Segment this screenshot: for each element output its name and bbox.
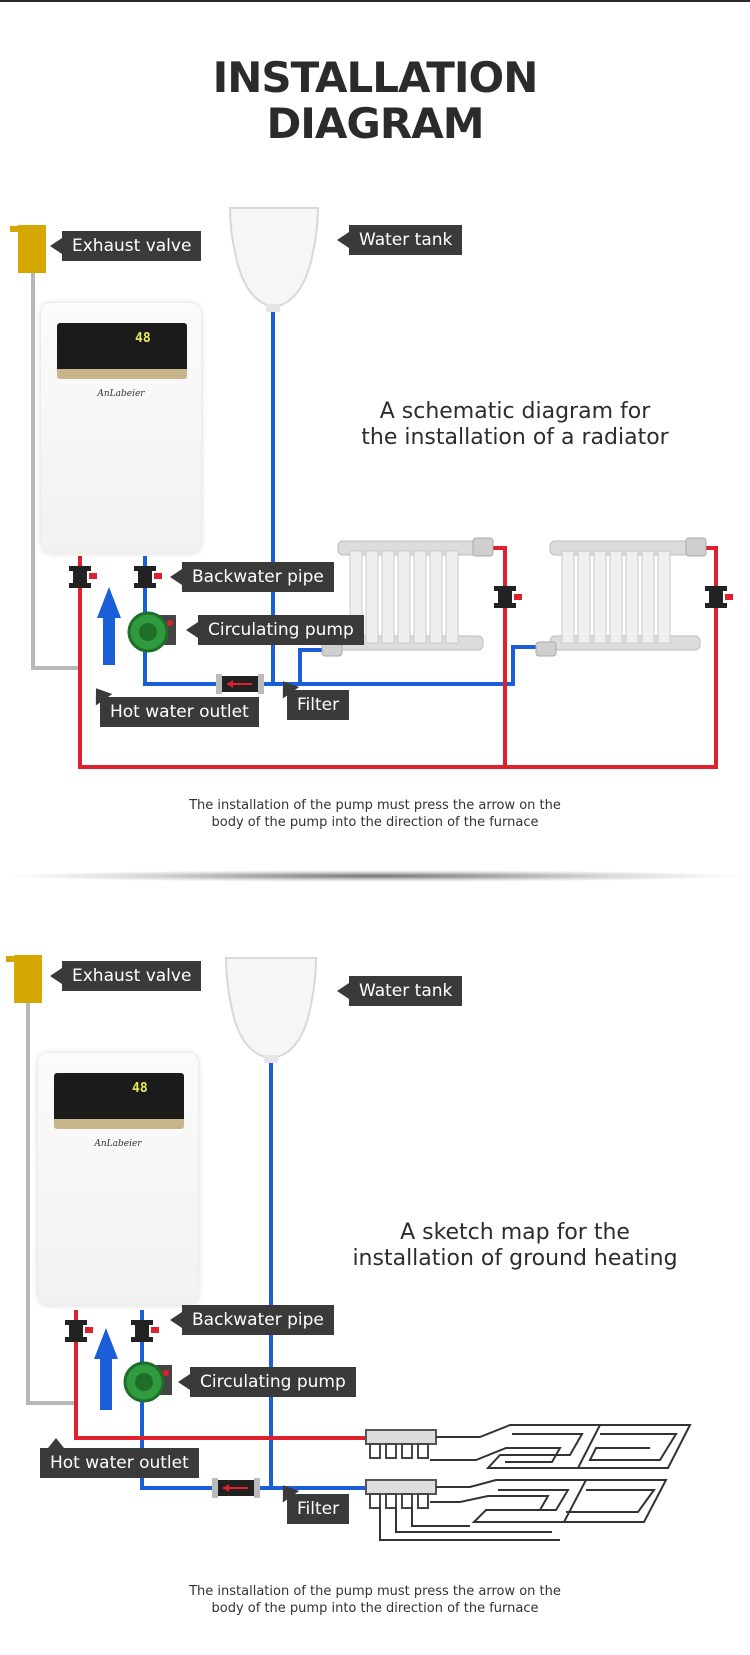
radiator-heading: A schematic diagram for the installation… bbox=[360, 399, 670, 451]
boiler-readout-2: 48 bbox=[132, 1081, 148, 1096]
ground-note-line-1: The installation of the pump must press … bbox=[189, 1584, 561, 1599]
flow-up-arrow-icon bbox=[103, 617, 115, 665]
exhaust-pipe bbox=[31, 260, 80, 670]
boiler-display: 48 bbox=[57, 323, 187, 379]
hot-water-pipe-2 bbox=[74, 1310, 370, 1440]
boiler-display-2: 48 bbox=[54, 1073, 184, 1129]
label-filter-2: Filter bbox=[287, 1494, 350, 1524]
exhaust-valve-icon bbox=[18, 225, 46, 273]
flow-up-arrow-icon-2 bbox=[100, 1358, 112, 1410]
boiler-brand-logo: AnLabeier bbox=[97, 389, 145, 399]
title-line-1: INSTALLATION bbox=[212, 53, 539, 102]
filter-icon bbox=[216, 674, 264, 694]
hot-outlet-valve-icon-2 bbox=[65, 1320, 93, 1342]
hot-water-loop bbox=[78, 546, 718, 769]
exhaust-valve-icon-2 bbox=[14, 955, 42, 1003]
radiator-pipe-schematic bbox=[10, 207, 733, 769]
label-filter: Filter bbox=[287, 690, 350, 720]
page-title: INSTALLATION DIAGRAM bbox=[0, 55, 750, 147]
electric-boiler-icon: 48 AnLabeier bbox=[41, 303, 201, 553]
radiator-pump-note: The installation of the pump must press … bbox=[150, 797, 600, 831]
radiator-note-line-2: body of the pump into the direction of t… bbox=[211, 815, 539, 830]
filter-icon-2 bbox=[212, 1478, 260, 1498]
label-hot-water-outlet-2: Hot water outlet bbox=[40, 1438, 199, 1478]
label-backwater-pipe-2: Backwater pipe bbox=[170, 1305, 334, 1335]
floor-heating-manifold-icon bbox=[365, 1429, 437, 1509]
label-water-tank: Water tank bbox=[336, 225, 463, 255]
electric-boiler-icon-2: 48 AnLabeier bbox=[38, 1053, 198, 1305]
title-line-2: DIAGRAM bbox=[266, 99, 484, 148]
radiator-note-line-1: The installation of the pump must press … bbox=[189, 798, 561, 813]
radiator-heading-line-1: A schematic diagram for bbox=[379, 399, 651, 424]
exhaust-pipe-2 bbox=[26, 990, 76, 1405]
radiator-diagram-panel: 48 AnLabeier Exhaust valve Water tank Ba… bbox=[0, 0, 750, 860]
ground-heading-line-1: A sketch map for the bbox=[400, 1220, 630, 1245]
backwater-valve-icon-2 bbox=[131, 1320, 159, 1342]
ground-note-line-2: body of the pump into the direction of t… bbox=[211, 1601, 539, 1616]
boiler-readout: 48 bbox=[135, 331, 151, 346]
label-backwater-pipe: Backwater pipe bbox=[170, 562, 334, 592]
label-water-tank-2: Water tank bbox=[336, 976, 463, 1006]
backwater-valve-icon bbox=[134, 566, 162, 588]
radiator-heading-line-2: the installation of a radiator bbox=[361, 425, 669, 450]
ground-heading-line-2: installation of ground heating bbox=[352, 1246, 678, 1271]
ground-pump-note: The installation of the pump must press … bbox=[150, 1583, 600, 1617]
ground-heating-heading: A sketch map for the installation of gro… bbox=[345, 1220, 685, 1272]
radiator-2-icon bbox=[535, 537, 707, 657]
label-exhaust-valve-2: Exhaust valve bbox=[49, 961, 202, 991]
label-exhaust-valve: Exhaust valve bbox=[49, 231, 202, 261]
circulating-pump-icon-2 bbox=[123, 1361, 172, 1403]
radiator-1-valve-icon bbox=[494, 586, 522, 608]
radiator-2-valve-icon bbox=[705, 586, 733, 608]
label-hot-water-outlet: Hot water outlet bbox=[100, 697, 259, 727]
label-circulating-pump-2: Circulating pump bbox=[178, 1367, 356, 1397]
water-tank-icon-2 bbox=[224, 957, 318, 1058]
floor-heating-coil-icon bbox=[379, 1424, 692, 1541]
radiator-1-icon bbox=[321, 537, 494, 657]
top-border bbox=[0, 0, 750, 2]
boiler-brand-logo-2: AnLabeier bbox=[94, 1139, 142, 1149]
circulating-pump-icon bbox=[127, 611, 176, 653]
section-divider bbox=[0, 870, 750, 882]
hot-outlet-valve-icon bbox=[69, 566, 97, 588]
label-circulating-pump: Circulating pump bbox=[186, 615, 364, 645]
